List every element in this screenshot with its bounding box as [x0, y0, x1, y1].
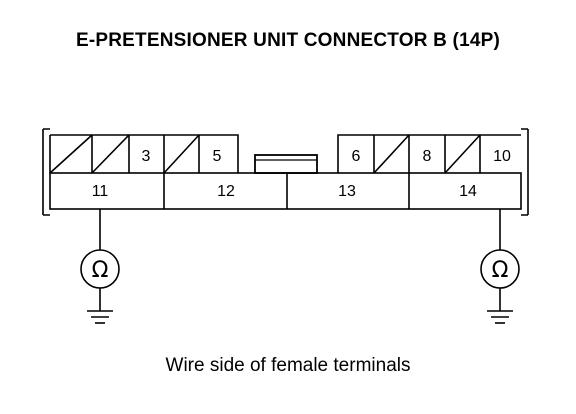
diagram-caption: Wire side of female terminals	[165, 355, 411, 376]
terminal-label-13: 13	[338, 183, 356, 200]
top-row-right-block	[337, 134, 521, 173]
ohm-icon: Ω	[492, 258, 509, 283]
blank-terminal-mark	[49, 134, 93, 174]
terminal-label-14: 14	[459, 183, 477, 200]
blank-terminal-mark	[444, 134, 481, 174]
terminal-label-12: 12	[217, 183, 235, 200]
terminal-label-10: 10	[493, 148, 511, 165]
top-row-dividers	[49, 135, 481, 173]
terminal-label-6: 6	[352, 148, 361, 165]
connector-left-flange	[42, 128, 50, 216]
connector-body	[42, 128, 529, 216]
top-row-left-block	[50, 134, 239, 173]
blank-terminal-mark	[163, 134, 200, 174]
blank-terminal-mark	[373, 134, 410, 174]
terminal-label-8: 8	[423, 148, 432, 165]
terminal-label-11: 11	[92, 183, 109, 200]
right-ohmmeter: Ω	[480, 209, 520, 324]
ground-icon	[487, 310, 513, 324]
ground-icon	[87, 310, 113, 324]
diagram-title: E-PRETENSIONER UNIT CONNECTOR B (14P)	[75, 30, 501, 51]
bottom-row-dividers	[163, 173, 410, 209]
left-ohmmeter: Ω	[80, 209, 120, 324]
terminal-label-5: 5	[213, 148, 222, 165]
terminal-label-3: 3	[142, 148, 151, 165]
connector-right-flange	[521, 128, 529, 216]
blank-terminal-mark	[91, 134, 130, 174]
connector-lock-tab	[254, 154, 318, 174]
bottom-row-outline	[49, 172, 522, 210]
ohm-icon: Ω	[92, 258, 109, 283]
